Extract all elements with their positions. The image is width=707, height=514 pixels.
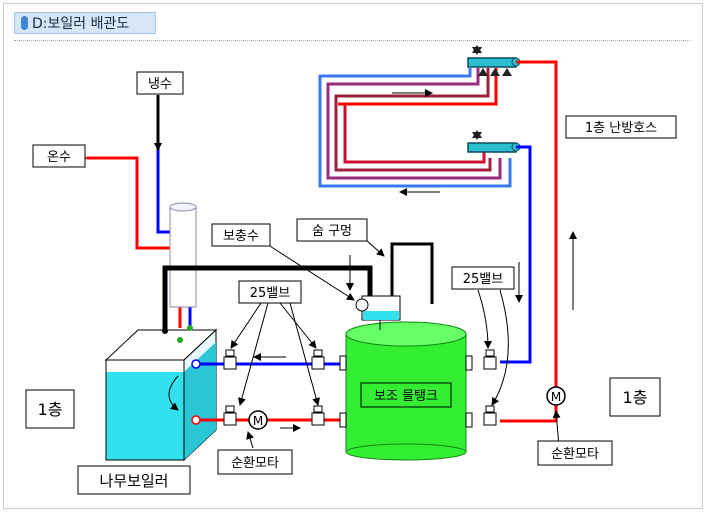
- black-vent-pipe: [162, 265, 373, 330]
- pump-right: M: [546, 386, 566, 406]
- page-title: D:보일러 배관도: [32, 16, 130, 32]
- svg-text:25밸브: 25밸브: [463, 272, 504, 287]
- upper-manifold: [467, 45, 521, 76]
- label-valve-25-left: 25밸브: [238, 280, 302, 304]
- leader-lines: [230, 239, 561, 449]
- label-pump-left: 순환모타: [217, 449, 293, 475]
- boiler-curve-arrow: [168, 375, 179, 411]
- lower-manifold: [467, 130, 521, 153]
- label-breather-hole: 숨 구멍: [296, 218, 368, 242]
- label-aux-tank: 보조 물탱크: [360, 382, 452, 408]
- blue-return-right: [500, 145, 532, 364]
- hose-top-red-line: [338, 68, 498, 106]
- label-cold-water: 냉수: [136, 71, 184, 95]
- title-tab: D:보일러 배관도: [14, 12, 156, 34]
- label-floor1-right: 1층: [609, 377, 661, 417]
- svg-text:25밸브: 25밸브: [250, 286, 291, 301]
- hose-maroon-inner: [334, 68, 492, 172]
- red-tank-to-pump-right: [500, 408, 558, 423]
- red-riser-right: [516, 60, 558, 408]
- svg-text:온수: 온수: [47, 150, 71, 165]
- svg-text:1층: 1층: [38, 400, 63, 419]
- svg-text:냉수: 냉수: [148, 77, 172, 92]
- black-breather-pipe: [390, 242, 434, 304]
- label-makeup-water: 보충수: [211, 223, 271, 247]
- svg-text:숨 구멍: 숨 구멍: [312, 224, 352, 239]
- title-separator: [14, 40, 690, 41]
- pump-right-motor-symbol: M: [551, 390, 561, 404]
- hose-outer-lightblue: [318, 68, 512, 188]
- hose-purple-outer: [326, 68, 502, 180]
- svg-text:순환모타: 순환모타: [551, 447, 599, 462]
- svg-text:1층 난방호스: 1층 난방호스: [585, 121, 657, 136]
- valves: [223, 349, 497, 426]
- svg-text:보충수: 보충수: [223, 229, 259, 244]
- label-valve-25-right: 25밸브: [451, 266, 515, 290]
- svg-text:나무보일러: 나무보일러: [99, 472, 168, 490]
- makeup-reservoir: [346, 255, 401, 330]
- heating-hose-loops: [318, 68, 512, 188]
- label-wood-boiler: 나무보일러: [77, 465, 191, 495]
- label-pump-right: 순환모타: [537, 440, 613, 466]
- pump-left: M: [248, 410, 268, 430]
- label-hot-water: 온수: [32, 144, 86, 168]
- hose-red-top: [343, 104, 486, 164]
- wood-boiler: [104, 325, 218, 462]
- label-floor1-left: 1층: [25, 389, 75, 429]
- svg-text:보조 물탱크: 보조 물탱크: [374, 389, 438, 404]
- label-floor1-heating-hose: 1층 난방호스: [565, 115, 677, 139]
- title-bullet-icon: [21, 16, 28, 30]
- expansion-cylinder: [169, 202, 197, 308]
- pump-left-motor-symbol: M: [253, 414, 263, 428]
- svg-text:1층: 1층: [623, 388, 648, 407]
- svg-text:순환모타: 순환모타: [231, 456, 279, 471]
